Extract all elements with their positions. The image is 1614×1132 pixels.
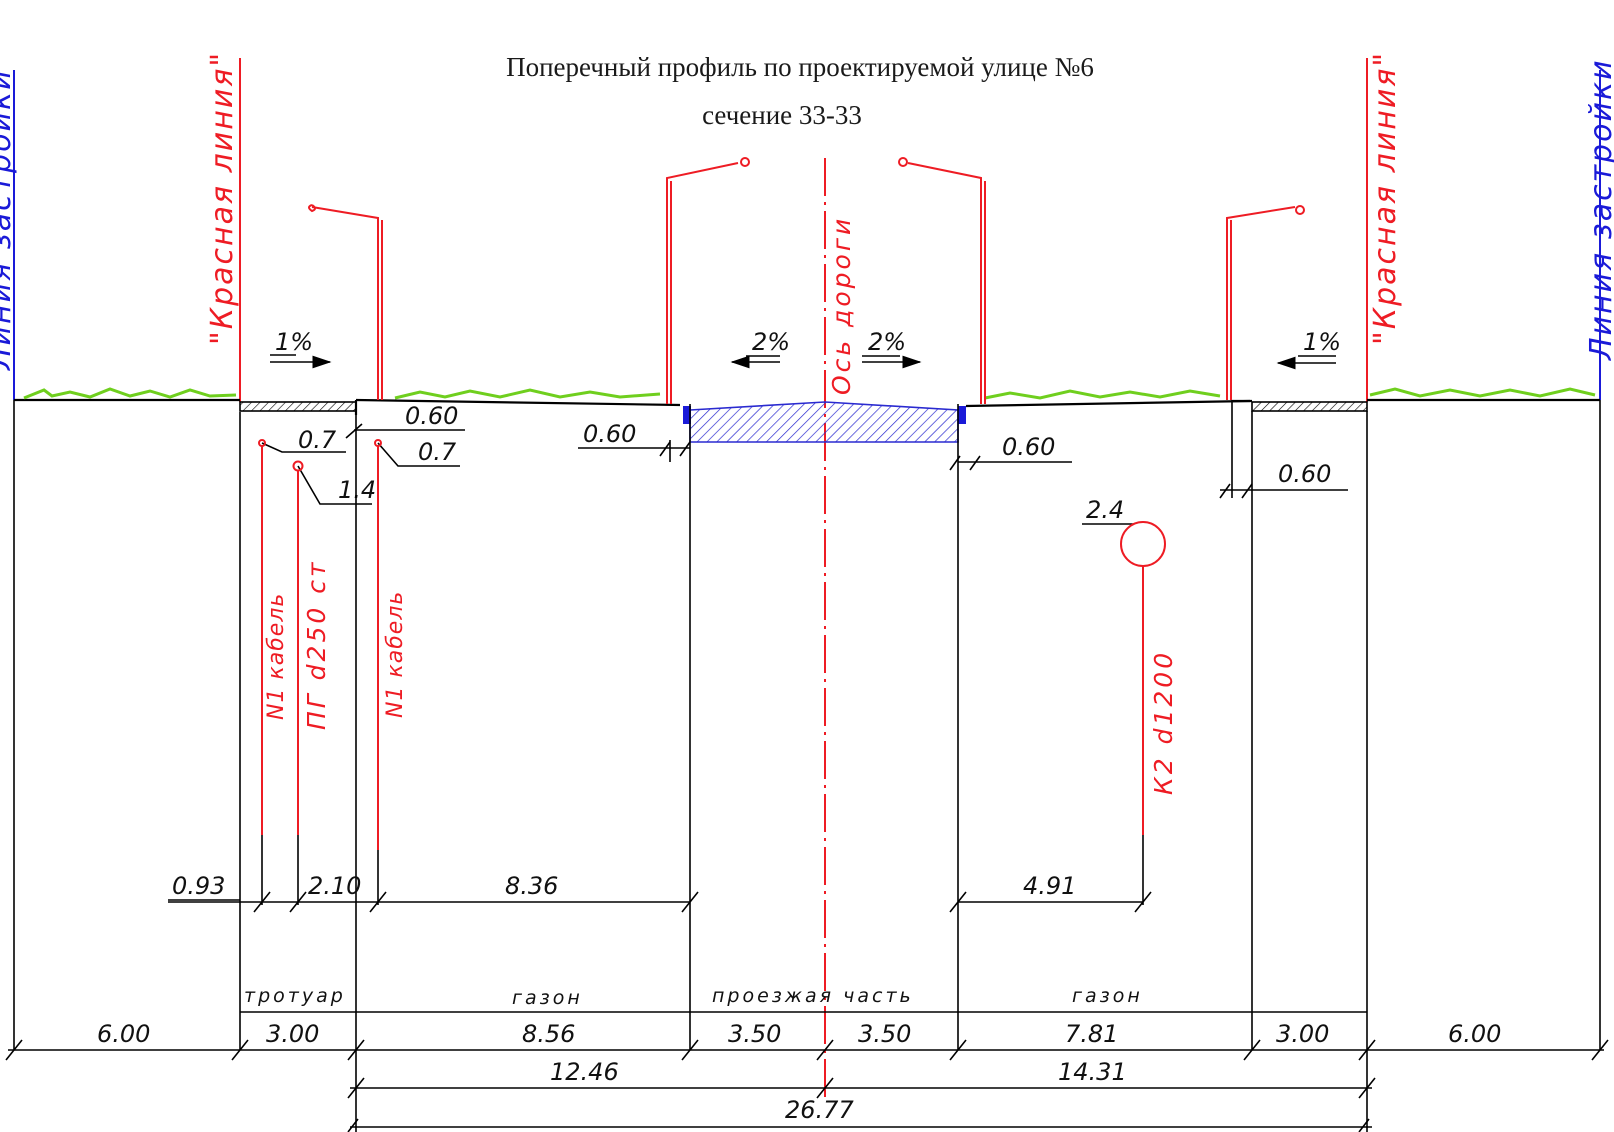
- width-3-00-right: 3.00: [1276, 1020, 1329, 1048]
- slope-left-sidewalk: 1%: [275, 328, 313, 356]
- offset-curb-left-tick: [345, 423, 363, 439]
- red-line-right-label: "Красная линия": [1368, 51, 1403, 345]
- sidewalk-right: [1251, 401, 1368, 412]
- depth-cable-1: 0.7: [298, 426, 337, 454]
- curb-stone-left: [683, 406, 691, 424]
- sidewalk-left: [239, 401, 357, 412]
- width-3-00-left: 3.00: [266, 1020, 319, 1048]
- total-width: 26.77: [785, 1096, 854, 1124]
- utility-gas-pipe: [292, 460, 304, 905]
- width-6-00-left: 6.00: [97, 1020, 150, 1048]
- title-line-1: Поперечный профиль по проектируемой улиц…: [506, 52, 1094, 82]
- total-width-dim-ticks: [347, 1118, 1370, 1132]
- offset-road-left: 0.60: [583, 420, 636, 448]
- width-3-50-left: 3.50: [728, 1020, 781, 1048]
- curb-stone-right: [958, 406, 966, 424]
- roadway-asphalt: [689, 401, 959, 443]
- util-dim-0-93: 0.93: [172, 872, 225, 900]
- util-dim-8-36: 8.36: [505, 872, 558, 900]
- width-3-50-right: 3.50: [858, 1020, 911, 1048]
- utility-gas-label: ПГ d250 ст: [302, 559, 331, 730]
- lawn-left-surface: [355, 398, 681, 407]
- offset-road-right: 0.60: [1002, 433, 1055, 461]
- grass-right: [1369, 387, 1596, 398]
- zone-lawn-right: газон: [1072, 985, 1143, 1007]
- street-lamp-1: [308, 204, 383, 400]
- utility-sewer: [1120, 521, 1166, 905]
- street-lamp-2: [666, 157, 750, 404]
- util-dim-ticks: [253, 891, 1152, 913]
- red-line-left-label: "Красная линия": [205, 51, 240, 345]
- street-lamp-4: [1226, 205, 1305, 400]
- grass-left: [23, 387, 237, 400]
- title-line-2: сечение 33-33: [702, 100, 862, 130]
- offset-road-left-tick2: [679, 441, 691, 457]
- depth-gas-leader: [297, 465, 372, 505]
- grass-lawn-right: [984, 389, 1221, 400]
- half-width-right: 14.31: [1058, 1058, 1127, 1086]
- build-line-right-label: Линия застройки: [1584, 58, 1614, 361]
- zone-sidewalk: тротуар: [244, 985, 346, 1007]
- offset-curb-right: 0.60: [1278, 460, 1331, 488]
- street-lamp-3: [898, 157, 986, 404]
- depth-cable-2: 0.7: [418, 438, 457, 466]
- offset-road-right-tick2: [969, 455, 981, 471]
- utility-cable-2: [374, 439, 382, 905]
- offset-road-left-tick1: [659, 441, 671, 457]
- width-8-56: 8.56: [522, 1020, 575, 1048]
- depth-cable-1-leader: [261, 442, 346, 453]
- slope-right-road: 2%: [868, 328, 906, 356]
- utility-cable-1: [258, 439, 266, 905]
- utility-sewer-label: К2 d1200: [1149, 650, 1178, 795]
- zone-lawn-left: газон: [512, 987, 583, 1009]
- build-line-left-label: Линия застройки: [0, 68, 18, 371]
- util-dim-2-10: 2.10: [308, 872, 361, 900]
- zone-roadway: проезжая часть: [712, 985, 914, 1007]
- slope-left-road: 2%: [752, 328, 790, 356]
- width-6-00-right: 6.00: [1448, 1020, 1501, 1048]
- offset-curb-right-tick2: [1241, 483, 1253, 499]
- half-width-left: 12.46: [550, 1058, 619, 1086]
- slope-right-sidewalk: 1%: [1303, 328, 1341, 356]
- offset-curb-left: 0.60: [405, 402, 458, 430]
- half-width-dim-ticks: [347, 1077, 1376, 1099]
- utility-cable-1-label: N1 кабель: [264, 593, 289, 720]
- lawn-right-surface: [965, 399, 1251, 408]
- width-dim-ticks: [5, 1039, 1609, 1061]
- road-axis-label: Ось дороги: [827, 216, 856, 395]
- depth-cable-2-leader: [377, 442, 460, 467]
- depth-sewer: 2.4: [1086, 496, 1124, 524]
- utility-cable-2-label: N1 кабель: [383, 591, 408, 718]
- util-dim-4-91: 4.91: [1023, 872, 1076, 900]
- offset-curb-right-tick1: [1219, 483, 1231, 499]
- depth-gas: 1.4: [338, 476, 376, 504]
- width-7-81: 7.81: [1065, 1020, 1118, 1048]
- grass-lawn-left: [394, 388, 661, 400]
